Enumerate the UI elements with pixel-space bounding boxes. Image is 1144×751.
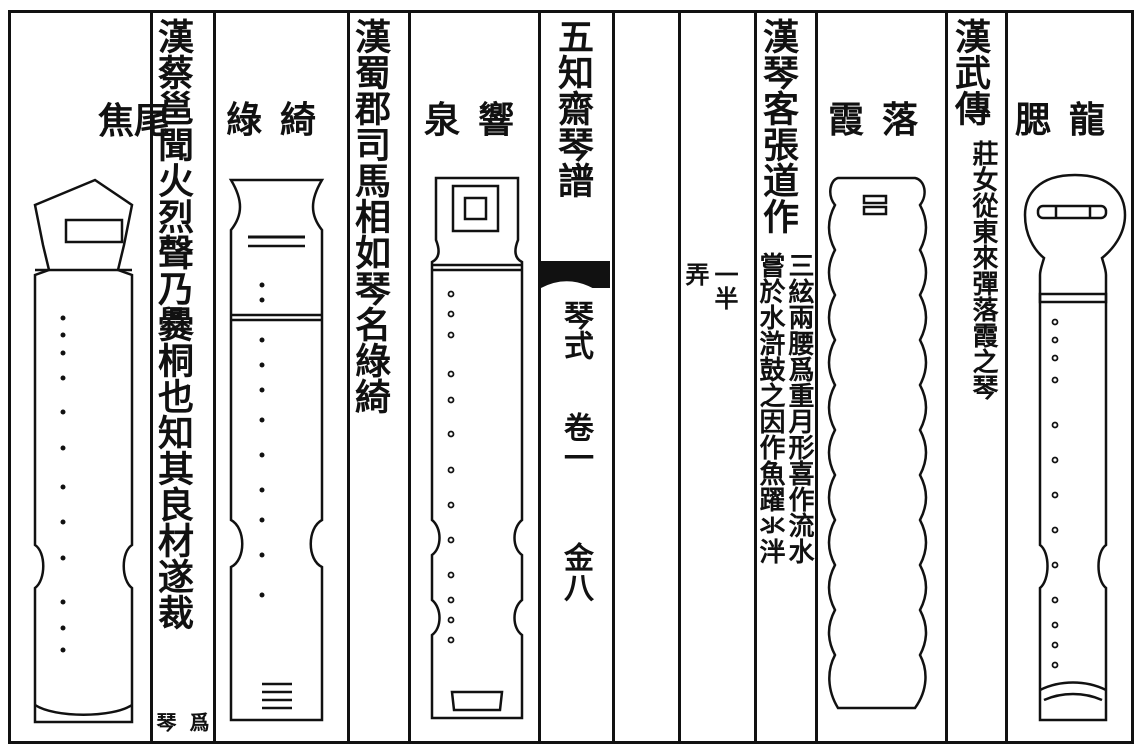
divider: [1005, 10, 1008, 744]
jiaowei-text: 漢蔡邕聞火烈聲乃爨桐也知其良材遂裁: [152, 18, 194, 630]
divider: [213, 10, 216, 744]
luoxia-name: 落霞: [828, 99, 937, 141]
divider: [538, 10, 541, 744]
luqi-hui: [259, 282, 265, 598]
book-title: 五知齋琴譜: [552, 18, 594, 198]
qin-luoxia-drawing: [827, 176, 928, 710]
longyi-text-a: 漢武傳: [949, 18, 991, 126]
divider: [945, 10, 948, 744]
luoxia-text-b: 三絃兩腰爲重月形喜作流水: [784, 252, 814, 564]
qin-luqi-drawing: [228, 178, 325, 722]
divider: [612, 10, 615, 744]
longyi-hui: [1051, 318, 1059, 669]
qin-longyi-drawing: [1023, 173, 1127, 722]
divider: [754, 10, 757, 744]
page-border: [8, 10, 1134, 744]
jiaowei-note-a: 爲: [186, 712, 210, 732]
divider: [678, 10, 681, 744]
luoxia-margin-b: 一半: [710, 262, 739, 310]
xiangquan-name: 響泉: [424, 99, 533, 141]
luqi-name: 綠綺: [226, 99, 335, 141]
luqi-text: 漢蜀郡司馬相如琴名綠綺: [349, 18, 391, 414]
luoxia-text-c: 嘗於水滸鼓之因作魚躍氺泮: [755, 252, 785, 564]
jiaowei-hui: [60, 315, 66, 653]
volume-label: 卷一: [558, 412, 593, 472]
divider: [815, 10, 818, 744]
longyi-name: 龍腮: [1015, 99, 1124, 141]
divider: [347, 10, 350, 744]
divider: [408, 10, 411, 744]
qin-xiangquan-drawing: [430, 176, 524, 720]
divider: [150, 10, 153, 744]
luoxia-text-a: 漢琴客張道作: [757, 18, 799, 234]
luoxia-margin-a: 弄: [681, 262, 710, 286]
longyi-text-b: 莊女從東來彈落霞之琴: [968, 140, 998, 400]
xiangquan-hui: [447, 290, 455, 644]
jiaowei-note-b: 琴: [153, 712, 177, 732]
center-banner-mark: [541, 261, 610, 300]
page-label: 金八: [558, 542, 593, 602]
qin-jiaowei-drawing: [33, 178, 134, 724]
section-title: 琴式: [558, 300, 593, 360]
